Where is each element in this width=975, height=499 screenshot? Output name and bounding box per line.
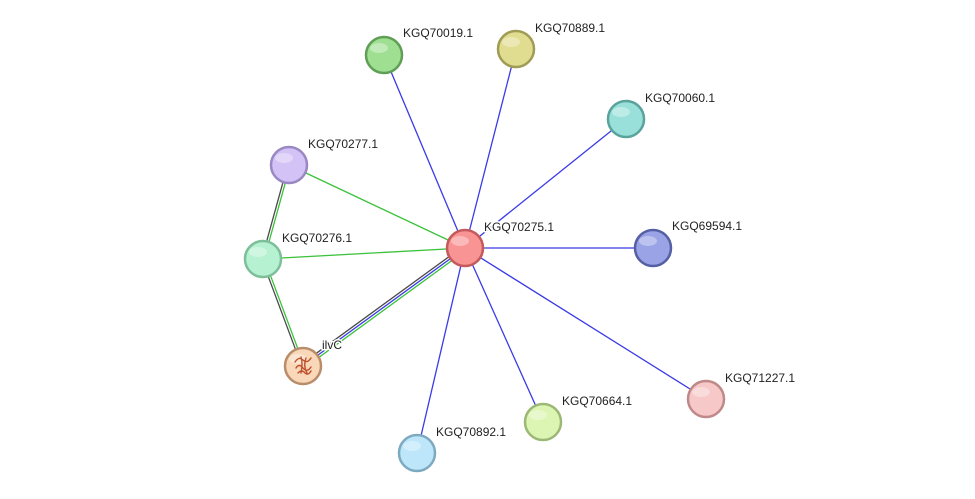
node-circle[interactable]	[496, 29, 536, 69]
node-label-halo: KGQ70275.1	[484, 220, 554, 234]
edge-evidence-line	[464, 247, 544, 423]
edge-kgq70275-1-kgq70892-1[interactable]	[416, 247, 466, 454]
edge-evidence-line	[302, 247, 466, 367]
node-circle[interactable]	[283, 346, 323, 386]
edge-evidence-line	[301, 245, 464, 365]
node-circle[interactable]	[633, 228, 673, 268]
node-label-halo: KGQ70664.1	[562, 394, 632, 408]
edge-evidence-line	[304, 249, 467, 369]
node-label: KGQ71227.1	[725, 371, 795, 385]
edge-kgq70275-1-kgq70060-1[interactable]	[464, 118, 627, 249]
node-label-halo: KGQ69594.1	[672, 219, 742, 233]
node-label-halo: KGQ71227.1	[725, 371, 795, 385]
edge-evidence-line	[262, 247, 466, 260]
edge-kgq70275-1-kgq70276-1[interactable]	[262, 247, 466, 260]
node-label: KGQ70892.1	[436, 425, 506, 439]
node-label-halo: KGQ70060.1	[645, 91, 715, 105]
edge-evidence-line	[288, 164, 466, 249]
node-label-halo: KGQ70277.1	[308, 137, 378, 151]
node-label: KGQ70277.1	[308, 137, 378, 151]
edge-kgq70275-1-kgq70889-1[interactable]	[464, 48, 517, 249]
edge-evidence-line	[383, 54, 466, 249]
edge-kgq70275-1-ilvc[interactable]	[301, 245, 467, 369]
node-circle[interactable]	[243, 239, 283, 279]
node-label-halo: KGQ70276.1	[282, 231, 352, 245]
node-circle[interactable]	[397, 433, 437, 473]
node-circle[interactable]	[364, 35, 404, 75]
node-label-halo: KGQ70892.1	[436, 425, 506, 439]
node-label-halo: KGQ70019.1	[403, 26, 473, 40]
node-circle[interactable]	[686, 379, 726, 419]
node-label: KGQ70889.1	[535, 21, 605, 35]
edge-evidence-line	[464, 48, 517, 249]
node-label-halo: ilvC	[322, 338, 342, 352]
edge-kgq70275-1-kgq70277-1[interactable]	[288, 164, 466, 249]
node-label: KGQ70275.1	[484, 220, 554, 234]
protein-structure-icon	[294, 356, 312, 375]
node-circle[interactable]	[606, 99, 646, 139]
node-label: KGQ70060.1	[645, 91, 715, 105]
node-label: KGQ70664.1	[562, 394, 632, 408]
node-label: ilvC	[322, 338, 342, 352]
node-label: KGQ70019.1	[403, 26, 473, 40]
node-label: KGQ70276.1	[282, 231, 352, 245]
edge-kgq70275-1-kgq71227-1[interactable]	[464, 247, 707, 400]
node-label: KGQ69594.1	[672, 219, 742, 233]
edge-kgq70275-1-kgq70019-1[interactable]	[383, 54, 466, 249]
edge-evidence-line	[416, 247, 466, 454]
edge-kgq70275-1-kgq70664-1[interactable]	[464, 247, 544, 423]
node-circle[interactable]	[269, 145, 309, 185]
edge-evidence-line	[464, 247, 707, 400]
node-circle[interactable]	[523, 402, 563, 442]
node-circle[interactable]	[445, 228, 485, 268]
edge-evidence-line	[464, 118, 627, 249]
node-label-halo: KGQ70889.1	[535, 21, 605, 35]
